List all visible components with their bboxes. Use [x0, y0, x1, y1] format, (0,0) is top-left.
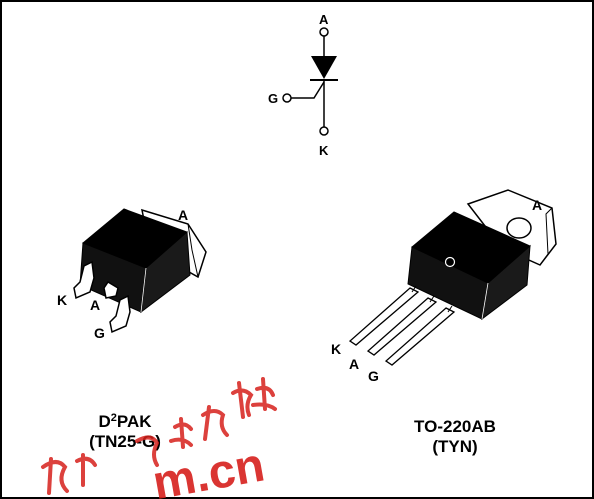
- gate-terminal: [282, 93, 292, 103]
- diode-triangle: [311, 56, 337, 79]
- d2pak-lead-k: [73, 260, 95, 300]
- symbol-gate-label: G: [268, 91, 278, 106]
- d2pak-package-name: D2PAK (TN25-G): [55, 412, 195, 452]
- to220-package: A K A G: [331, 189, 557, 384]
- anode-terminal: [319, 27, 329, 37]
- to220-lead-g: [384, 307, 456, 366]
- to220-package-name: TO-220AB (TYN): [380, 417, 530, 457]
- symbol-cathode-label: K: [319, 143, 329, 158]
- to220-pin-a-label: A: [349, 356, 359, 372]
- to220-part-number: (TYN): [432, 437, 478, 456]
- d2pak-title: D2PAK: [55, 412, 195, 432]
- d2pak-pin-a-label: A: [90, 297, 100, 313]
- to220-tab-label: A: [532, 197, 542, 213]
- d2pak-pin-k-label: K: [57, 292, 67, 308]
- d2pak-title-prefix: D: [98, 412, 111, 431]
- to220-lead-a: [366, 297, 438, 356]
- d2pak-pin-g-label: G: [94, 325, 105, 341]
- to220-pin-k-label: K: [331, 341, 341, 357]
- d2pak-package: A K A G: [57, 207, 207, 341]
- cathode-terminal: [319, 126, 329, 136]
- scr-symbol: A G K: [268, 12, 338, 158]
- d2pak-part-number: (TN25-G): [89, 432, 161, 451]
- d2pak-title-suffix: PAK: [116, 412, 152, 431]
- d2pak-lead-g: [109, 294, 131, 334]
- to220-pin1-marker: [444, 256, 456, 268]
- gate-lead: [291, 81, 325, 99]
- to220-lead-k: [348, 287, 420, 346]
- d2pak-title-superscript: 2: [110, 412, 117, 424]
- d2pak-tab-label: A: [178, 207, 188, 223]
- to220-title: TO-220AB: [414, 417, 496, 436]
- to220-pin-g-label: G: [368, 368, 379, 384]
- d2pak-lead-a: [103, 280, 119, 299]
- symbol-anode-label: A: [319, 12, 329, 27]
- to220-mounting-hole: [506, 217, 532, 239]
